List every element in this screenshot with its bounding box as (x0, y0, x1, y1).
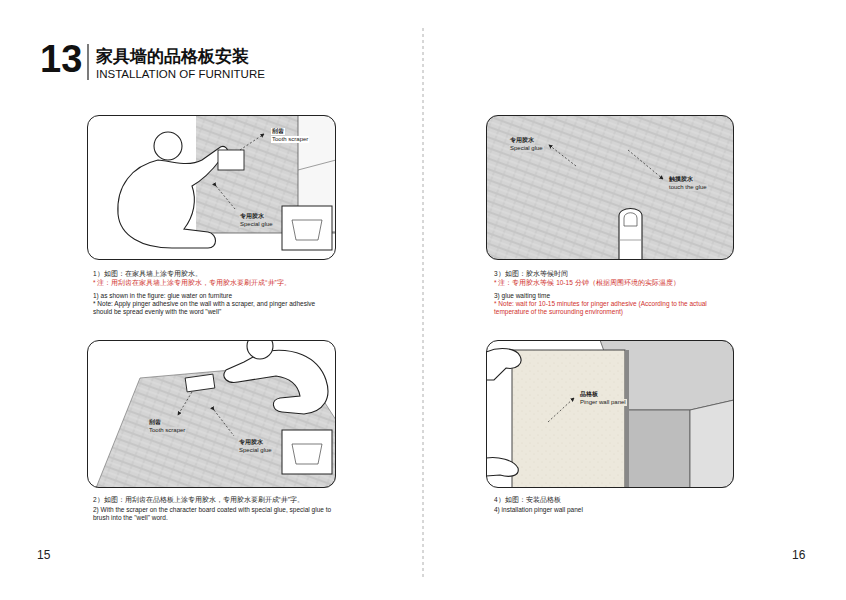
callout-label: Tooth scraper (271, 136, 309, 143)
callout-label: 专用胶水 (239, 213, 265, 220)
step-caption: 2) With the scraper on the character boa… (93, 506, 333, 522)
illustration-panel: 品格板Pinger wall panel (486, 340, 734, 488)
callout-label: 触摸胶水 (668, 176, 694, 183)
callout-label: touch the glue (668, 184, 708, 191)
callout-label: Pinger wall panel (579, 399, 627, 406)
callout-label: 刮齿 (148, 419, 162, 426)
callout-label: 专用胶水 (509, 137, 535, 144)
illustration-panel: 刮齿Tooth scraper 专用胶水Special glue (87, 340, 336, 488)
step-caption: 4) installation pinger wall panel (494, 506, 734, 514)
step-caption: 2）如图：用刮齿在品格板上涂专用胶水，专用胶水要刷开成“井”字。 (93, 496, 333, 504)
step-note: * Note: wait for 10-15 minutes for pinge… (494, 300, 734, 316)
callout-label: Tooth scraper (148, 427, 186, 434)
step-caption: 3) glue waiting time (494, 292, 734, 300)
illustration-panel: 专用胶水Special glue 触摸胶水touch the glue (486, 115, 734, 260)
section-subtitle: INSTALLATION OF FURNITURE (96, 67, 265, 81)
step-note: * Note: Apply pinger adhesive on the wal… (93, 300, 333, 316)
page-number: 16 (792, 548, 805, 563)
step-caption: 4）如图：安装品格板 (494, 496, 734, 504)
callout-label: 专用胶水 (238, 439, 264, 446)
step-note: * 注：用刮齿在家具墙上涂专用胶水，专用胶水要刷开成“井”字。 (93, 279, 333, 287)
step-caption: 1) as shown in the figure: glue water on… (93, 292, 333, 300)
callout-label: 品格板 (579, 391, 599, 398)
callout-label: Special glue (509, 145, 544, 152)
callout-label: Special glue (239, 221, 274, 228)
callout-label: 刮齿 (271, 128, 285, 135)
section-number: 13 (40, 40, 82, 78)
page-number: 15 (37, 548, 50, 563)
step-caption: 1）如图：在家具墙上涂专用胶水。 (93, 270, 333, 278)
illustration-panel: 刮齿Tooth scraper 专用胶水Special glue (87, 115, 336, 260)
step-caption: 3）如图：胶水等候时间 (494, 270, 734, 278)
step-note: * 注：专用胶水等候 10-15 分钟（根据周围环境的实际温度） (494, 279, 734, 287)
page-title: 家具墙的品格板安装 (96, 46, 249, 67)
callout-label: Special glue (238, 447, 273, 454)
